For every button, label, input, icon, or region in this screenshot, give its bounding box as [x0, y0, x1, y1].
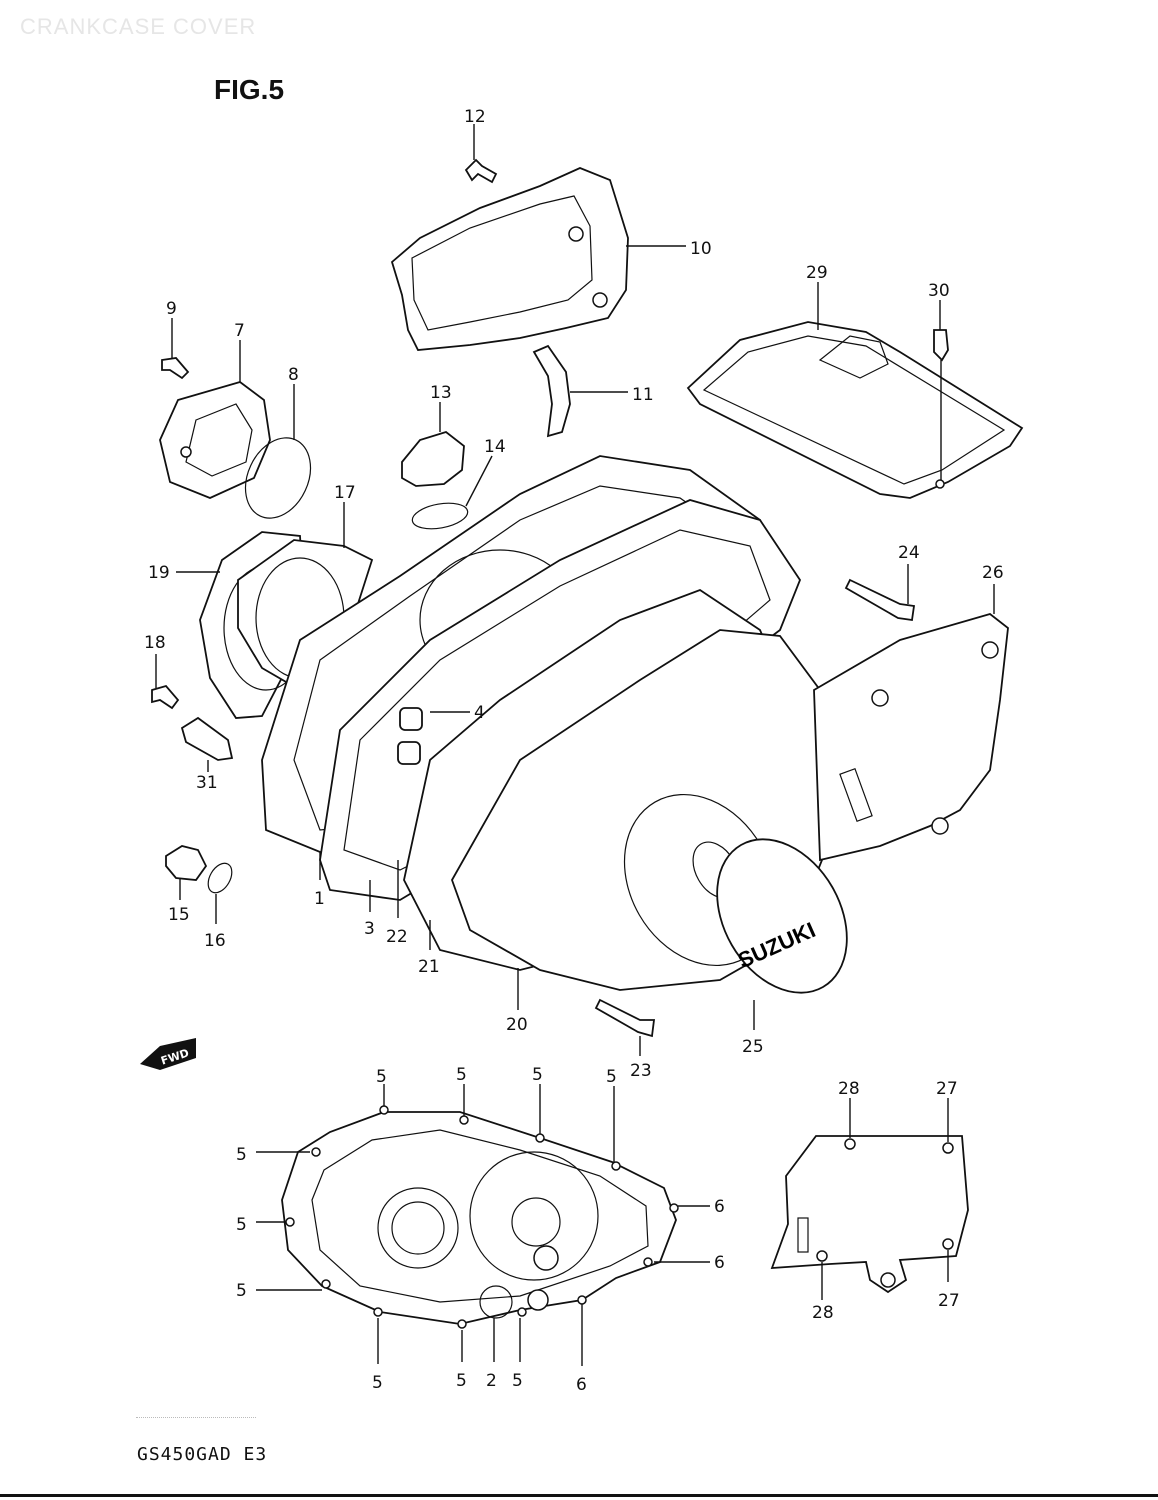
part-26-cover-plate	[813, 613, 1009, 862]
callout-5-e: 5	[236, 1145, 247, 1165]
callout-27-a: 27	[936, 1079, 958, 1099]
part-14-o-ring	[411, 502, 469, 530]
callout-3: 3	[364, 919, 375, 939]
callout-21: 21	[418, 957, 440, 977]
part-18-bolt	[151, 684, 180, 710]
callout-26: 26	[982, 563, 1004, 583]
callout-4: 4	[474, 703, 485, 723]
callout-23: 23	[630, 1061, 652, 1081]
part-24-bolt	[844, 578, 916, 622]
fwd-arrow-marker: FWD	[140, 1038, 196, 1070]
callout-22: 22	[386, 927, 408, 947]
part-31-switch	[180, 716, 234, 761]
callout-19: 19	[148, 563, 170, 583]
part-7-seal-plate	[159, 381, 271, 499]
callout-31: 31	[196, 773, 218, 793]
callout-14: 14	[484, 437, 506, 457]
faded-rule	[136, 1417, 256, 1418]
part-9-bolt	[161, 357, 190, 380]
part-4-dowel-pins	[397, 707, 423, 765]
callout-27-b: 27	[938, 1291, 960, 1311]
callout-5-i: 5	[456, 1371, 467, 1391]
part-26-cover-inner-view	[770, 1135, 969, 1294]
callout-12: 12	[464, 107, 486, 127]
callout-28-a: 28	[838, 1079, 860, 1099]
callout-6-c: 6	[576, 1375, 587, 1395]
part-29-cover	[686, 321, 1024, 499]
callout-25: 25	[742, 1037, 764, 1057]
figure-title: FIG.5	[214, 74, 285, 105]
callout-5-d: 5	[606, 1067, 617, 1087]
callout-5-f: 5	[236, 1215, 247, 1235]
callout-9: 9	[166, 299, 177, 319]
crankcase-cover-inner-view	[281, 1105, 679, 1329]
callout-30: 30	[928, 281, 950, 301]
part-12-bolt	[464, 158, 498, 184]
lower-callouts: 5 5 5 5 5 6 5 6 5 5 5 2 5 6	[236, 1065, 725, 1395]
callout-28-b: 28	[812, 1303, 834, 1323]
emblem-suzuki: SUZUKI	[716, 838, 848, 994]
callout-6-a: 6	[714, 1197, 725, 1217]
callout-1: 1	[314, 889, 325, 909]
header-faded-title: CRANKCASE COVER	[20, 14, 257, 39]
part-30-bolt	[933, 329, 949, 480]
callout-29: 29	[806, 263, 828, 283]
callout-24: 24	[898, 543, 920, 563]
callout-17: 17	[334, 483, 356, 503]
callout-5-b: 5	[456, 1065, 467, 1085]
right-cover-callouts: 28 27 28 27	[812, 1079, 960, 1323]
callout-2: 2	[486, 1371, 497, 1391]
callout-13: 13	[430, 383, 452, 403]
callout-5-c: 5	[532, 1065, 543, 1085]
part-13-filler-cap	[401, 431, 465, 487]
callout-11: 11	[632, 385, 654, 405]
part-11-strip	[532, 344, 571, 438]
callout-8: 8	[288, 365, 299, 385]
callout-10: 10	[690, 239, 712, 259]
callout-5-g: 5	[236, 1281, 247, 1301]
part-8-o-ring	[244, 437, 312, 519]
callout-5-h: 5	[372, 1373, 383, 1393]
upper-callouts: 12 10 29 30 9 7 8 13 11 14 17 19 24	[144, 107, 1004, 1081]
part-16-washer	[207, 862, 233, 894]
part-23-bolt	[594, 998, 656, 1038]
part-10-cover-plate	[390, 167, 629, 351]
part-15-plug	[165, 845, 208, 881]
callout-16: 16	[204, 931, 226, 951]
callout-18: 18	[144, 633, 166, 653]
callout-6-b: 6	[714, 1253, 725, 1273]
bottom-edge-rule	[0, 1494, 1158, 1497]
callout-5-j: 5	[512, 1371, 523, 1391]
callout-15: 15	[168, 905, 190, 925]
callout-5-a: 5	[376, 1067, 387, 1087]
callout-7: 7	[234, 321, 245, 341]
callout-20: 20	[506, 1015, 528, 1035]
model-code: GS450GAD E3	[137, 1444, 268, 1465]
